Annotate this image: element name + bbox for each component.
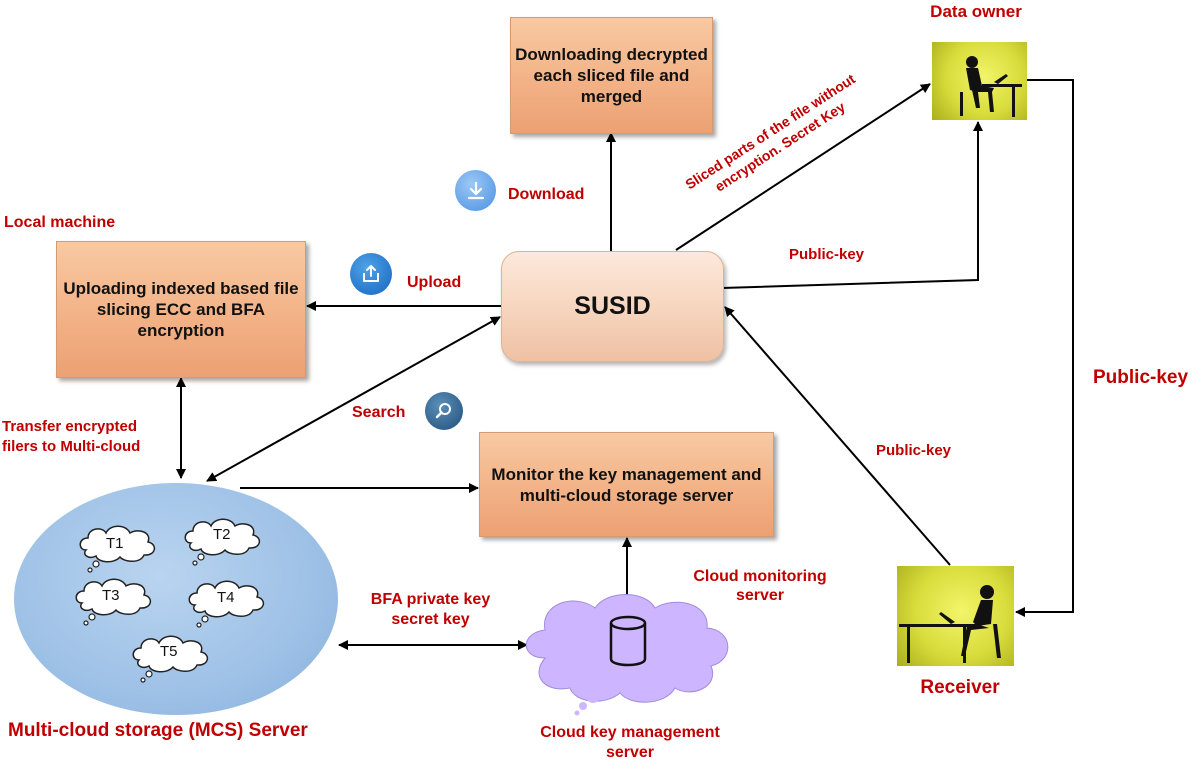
t3-label: T3: [102, 587, 120, 604]
download-box-text: Downloading decrypted each sliced file a…: [515, 45, 708, 106]
receiver-image: [897, 566, 1014, 666]
receiver-label: Receiver: [920, 677, 1000, 698]
susid-text: SUSID: [574, 292, 651, 320]
monitor-box-text: Monitor the key management and multi-clo…: [491, 464, 762, 505]
search-icon[interactable]: [425, 392, 463, 430]
t5-label: T5: [160, 643, 178, 660]
mcs-server-ellipse: [14, 483, 338, 715]
cloud-monitoring-label: Cloud monitoring server: [693, 568, 827, 604]
cloud-key-label: Cloud key management server: [540, 724, 720, 761]
arrow-susid-owner-publickey: [721, 121, 983, 289]
download-label: Download: [508, 186, 585, 203]
download-box: Downloading decrypted each sliced file a…: [510, 17, 713, 134]
public-key-receiver-label: Public-key: [876, 442, 952, 459]
storage-clouds: [75, 518, 265, 683]
database-icon: [609, 615, 647, 667]
key-management-cloud: [525, 594, 729, 716]
public-key-right-label: Public-key: [1093, 367, 1189, 388]
arrow-owner-receiver: [1015, 79, 1074, 617]
data-owner-label: Data owner: [930, 2, 1022, 21]
download-icon[interactable]: [455, 170, 496, 211]
susid-node: SUSID: [501, 251, 724, 362]
t1-label: T1: [106, 535, 124, 552]
upload-box: Uploading indexed based file slicing ECC…: [56, 241, 306, 378]
t2-label: T2: [213, 526, 231, 543]
public-key-top-label: Public-key: [789, 246, 865, 263]
mcs-server-label: Multi-cloud storage (MCS) Server: [8, 720, 308, 741]
local-machine-label: Local machine: [4, 214, 116, 231]
search-label: Search: [352, 404, 406, 421]
data-owner-image: [932, 42, 1027, 120]
t4-label: T4: [217, 589, 235, 606]
person-at-laptop-icon: [960, 56, 1022, 117]
arrow-susid-owner: [675, 83, 931, 251]
arrow-mcs-susid: [206, 316, 501, 482]
person-at-laptop-icon: [899, 585, 1001, 663]
bfa-key-label: BFA private key secret key: [370, 591, 491, 628]
transfer-label: Transfer encrypted filers to Multi-cloud: [2, 418, 141, 455]
monitor-box: Monitor the key management and multi-clo…: [479, 432, 774, 537]
arrow-receiver-susid: [724, 306, 951, 566]
upload-icon[interactable]: [350, 253, 392, 295]
upload-label: Upload: [407, 274, 462, 291]
upload-box-text: Uploading indexed based file slicing ECC…: [63, 279, 299, 340]
